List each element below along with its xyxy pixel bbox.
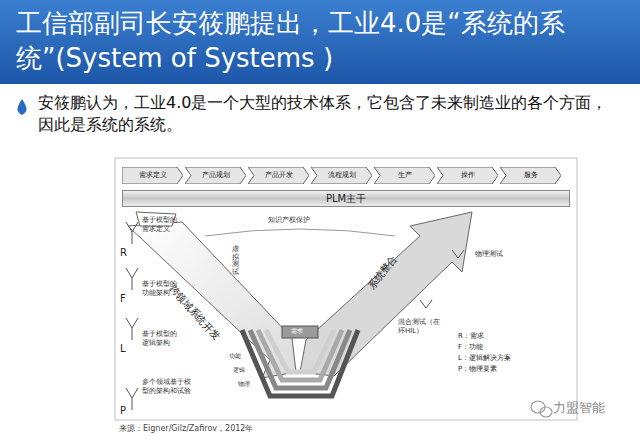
figure-frame [115, 158, 577, 420]
level-letter: R [120, 246, 127, 259]
test-label: 虚拟测试 [232, 246, 239, 277]
side-note: 基于模型的逻辑架构 [142, 330, 182, 348]
process-chevron: 产品开发 [248, 167, 309, 184]
source-caption: 来源：Eigner/Gilz/Zafirov，2012年 [119, 423, 253, 434]
bar-shape [123, 191, 570, 207]
node-label: 需求定义 [122, 167, 183, 184]
layer-label: 功能 [229, 352, 241, 360]
layer-label: 逻辑 [233, 366, 245, 374]
side-note: 基于模型的功能架构 [142, 280, 182, 298]
layer-label: 需求 [291, 327, 303, 335]
level-letter: P [120, 404, 126, 417]
slide-title: 工信部副司长安筱鹏提出，工业4.0是“系统的系统”(System of Syst… [16, 6, 624, 76]
node-label: 操作 [437, 167, 498, 184]
layer-band [250, 330, 350, 388]
legend-line: F：功能 [458, 343, 483, 352]
process-chevron: 生产 [374, 167, 435, 184]
process-chevron: 产品规划 [185, 167, 246, 184]
test-label: 混合测试（在环HIL） [398, 318, 446, 336]
node-label: 产品规划 [185, 167, 246, 184]
bullet-mark [17, 99, 26, 115]
chevron-shape [311, 167, 372, 184]
layer-band [242, 330, 358, 396]
test-label: 物理测试 [475, 250, 503, 259]
chevron-shape [500, 167, 561, 184]
node-label: 产品开发 [248, 167, 309, 184]
node-label: 生产 [374, 167, 435, 184]
legend-line: R：需求 [458, 332, 484, 341]
process-chevron: 需求定义 [122, 167, 183, 184]
chevron-shape [248, 167, 309, 184]
level-letter: F [120, 292, 126, 305]
bullet-text: 安筱鹏认为，工业4.0是一个大型的技术体系，它包含了未来制造业的各个方面，因此是… [38, 92, 610, 136]
side-note: 基于模型的需求定义 [142, 216, 182, 234]
title-bar [0, 0, 640, 84]
watermark: 力盟智能 [553, 400, 605, 416]
legend-line: L：逻辑解决方案 [458, 354, 511, 363]
ip-arc [205, 229, 395, 236]
node-label: PLM主干 [122, 190, 570, 207]
chevron-shape [122, 167, 183, 184]
chevron-shape [437, 167, 498, 184]
layer-label: 物理 [238, 380, 250, 388]
layer-top [282, 326, 318, 338]
side-note: 多个领域基于模型的架构和试验 [142, 378, 192, 396]
backbone-bar: PLM主干 [122, 190, 570, 207]
legend-line: P：物理要素 [458, 365, 497, 374]
node-label: 流程规划 [311, 167, 372, 184]
node-label: 服务 [500, 167, 561, 184]
chevron-shape [185, 167, 246, 184]
process-chevron: 流程规划 [311, 167, 372, 184]
chevron-shape [374, 167, 435, 184]
fork-marks [126, 222, 464, 410]
ip-label: 知识产权保护 [268, 216, 310, 225]
process-chevron: 操作 [437, 167, 498, 184]
process-chevron: 服务 [500, 167, 561, 184]
wechat-icon [531, 401, 552, 417]
level-letter: L [120, 342, 126, 355]
